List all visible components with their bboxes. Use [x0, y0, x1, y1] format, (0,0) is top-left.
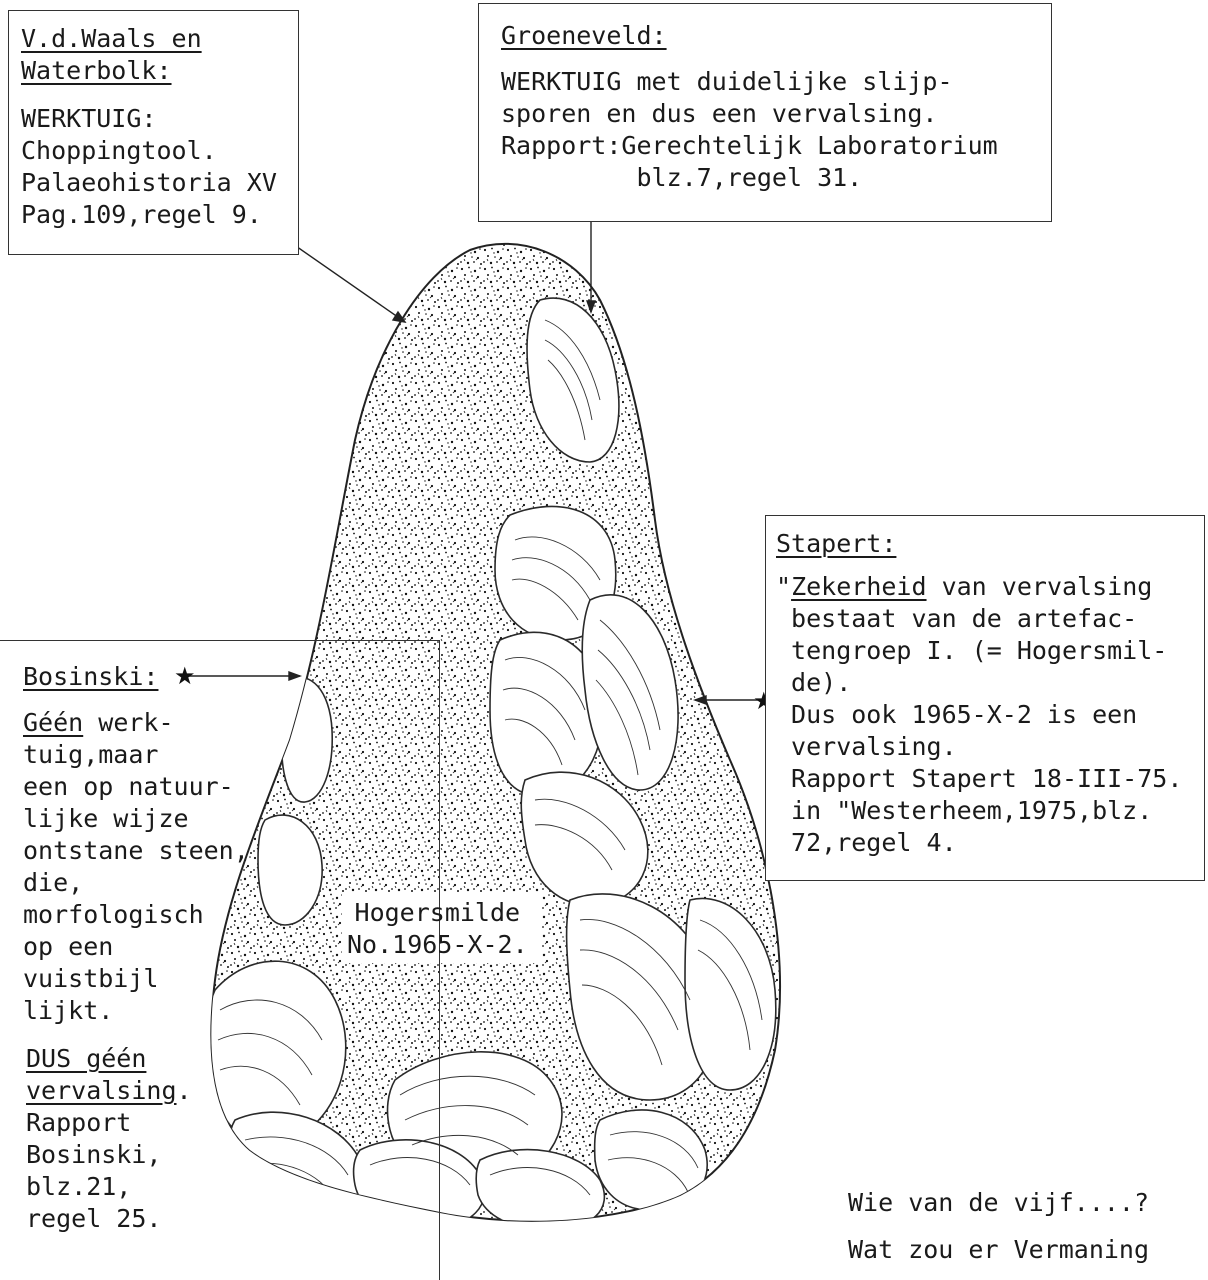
- groeneveld-annotation-box: Groeneveld: WERKTUIG met duidelijke slij…: [478, 3, 1052, 222]
- waals-body: WERKTUIG: Choppingtool. Palaeohistoria X…: [21, 103, 277, 231]
- groeneveld-body: WERKTUIG met duidelijke slijp- sporen en…: [501, 66, 998, 194]
- stapert-body: bestaat van de artefac- tengroep I. (= H…: [776, 603, 1182, 859]
- bosinski-first-line: Géén werk-: [23, 707, 174, 739]
- waals-annotation-box: V.d.Waals en Waterbolk: WERKTUIG: Choppi…: [8, 10, 299, 255]
- stapert-first-rest: van vervalsing: [927, 572, 1153, 601]
- footer-question: Wie van de vijf....?: [848, 1187, 1149, 1219]
- footer-vermaning: Wat zou er Vermaning: [848, 1234, 1149, 1266]
- specimen-label: Hogersmilde No.1965-X-2.: [347, 897, 528, 961]
- bosinski-first-rest: werk-: [83, 708, 173, 737]
- bosinski-geen: Géén: [23, 708, 83, 737]
- bosinski-body: tuig,maar een op natuur- lijke wijze ont…: [23, 739, 249, 1027]
- bosinski-vervalsing: vervalsing: [26, 1076, 177, 1105]
- bosinski-dus-tail: .: [177, 1076, 192, 1105]
- stapert-first-line: "Zekerheid van vervalsing: [776, 571, 1152, 603]
- bosinski-dus-line1: DUS géén: [26, 1043, 146, 1075]
- bosinski-dus-line2: vervalsing.: [26, 1075, 192, 1107]
- groeneveld-heading: Groeneveld:: [501, 20, 667, 52]
- bosinski-heading: Bosinski:: [23, 661, 158, 693]
- stapert-annotation-box: Stapert: "Zekerheid van vervalsing besta…: [765, 515, 1205, 881]
- stapert-zekerheid: Zekerheid: [791, 572, 926, 601]
- stapert-heading: Stapert:: [776, 528, 896, 560]
- stapert-quote: ": [776, 572, 791, 601]
- waals-heading: V.d.Waals en Waterbolk:: [21, 23, 202, 87]
- bosinski-rapport: Rapport Bosinski, blz.21, regel 25.: [26, 1107, 161, 1235]
